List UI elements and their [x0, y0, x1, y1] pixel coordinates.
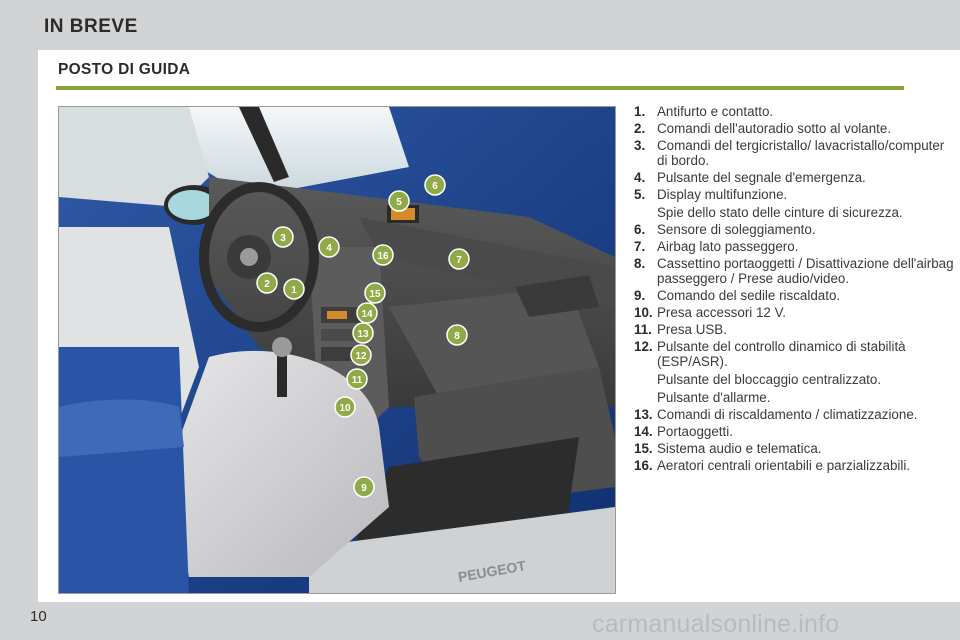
- svg-text:7: 7: [456, 255, 462, 266]
- legend-item-13: 13.Comandi di riscaldamento / climatizza…: [634, 407, 918, 422]
- legend-item-12-note-1: Pulsante del bloccaggio centralizzato.: [657, 372, 882, 387]
- watermark: carmanualsonline.info: [592, 610, 840, 638]
- title-rule: [56, 86, 904, 90]
- legend-item-5: 5.Display multifunzione.: [634, 187, 788, 202]
- callout-9: 9: [353, 476, 375, 498]
- callout-2: 2: [256, 272, 278, 294]
- legend-item-12: 12.Pulsante del controllo dinamico di st…: [634, 339, 906, 369]
- callout-7: 7: [448, 248, 470, 270]
- callout-12: 12: [350, 344, 372, 366]
- svg-text:15: 15: [369, 289, 381, 300]
- legend-item-12-note-2: Pulsante d'allarme.: [657, 390, 771, 405]
- svg-text:6: 6: [432, 181, 438, 192]
- callout-5: 5: [388, 190, 410, 212]
- page-card: POSTO DI GUIDA: [38, 50, 960, 602]
- svg-text:3: 3: [280, 233, 286, 244]
- page-subtitle: POSTO DI GUIDA: [58, 61, 191, 78]
- legend-item-5-note: Spie dello stato delle cinture di sicure…: [657, 205, 903, 220]
- callout-14: 14: [356, 302, 378, 324]
- svg-text:11: 11: [352, 375, 363, 386]
- svg-text:10: 10: [339, 403, 351, 414]
- callout-11: 11: [346, 368, 368, 390]
- legend-item-9: 9.Comando del sedile riscaldato.: [634, 288, 841, 303]
- section-title: IN BREVE: [44, 16, 138, 37]
- svg-text:8: 8: [454, 331, 460, 342]
- page-number: 10: [30, 608, 47, 625]
- legend-item-3: 3.Comandi del tergicristallo/ lavacrista…: [634, 138, 945, 168]
- legend-item-6: 6.Sensore di soleggiamento.: [634, 222, 816, 237]
- callout-16: 16: [372, 244, 394, 266]
- callout-6: 6: [424, 174, 446, 196]
- svg-text:16: 16: [377, 251, 389, 262]
- svg-text:14: 14: [361, 309, 373, 320]
- svg-text:9: 9: [361, 483, 367, 494]
- callout-8: 8: [446, 324, 468, 346]
- legend-item-7: 7.Airbag lato passeggero.: [634, 239, 799, 254]
- svg-text:13: 13: [357, 329, 369, 340]
- cockpit-illustration: PEUGEOT 1 2 3 4 5 6 7 8 9 10 11: [58, 106, 616, 594]
- callout-15: 15: [364, 282, 386, 304]
- legend-list: 1.Antifurto e contatto. 2.Comandi dell'a…: [634, 104, 954, 475]
- svg-text:1: 1: [291, 285, 297, 296]
- svg-text:2: 2: [264, 279, 270, 290]
- legend-item-4: 4.Pulsante del segnale d'emergenza.: [634, 170, 866, 185]
- legend-item-10: 10.Presa accessori 12 V.: [634, 305, 787, 320]
- section-header: IN BREVE: [0, 0, 960, 50]
- svg-text:12: 12: [355, 351, 367, 362]
- legend-item-11: 11.Presa USB.: [634, 322, 727, 337]
- legend-item-16: 16.Aeratori centrali orientabili e parzi…: [634, 458, 911, 473]
- legend-item-1: 1.Antifurto e contatto.: [634, 104, 774, 119]
- callout-10: 10: [334, 396, 356, 418]
- callout-13: 13: [352, 322, 374, 344]
- callout-1: 1: [283, 278, 305, 300]
- legend-item-8: 8.Cassettino portaoggetti / Disattivazio…: [634, 256, 954, 286]
- legend-item-15: 15.Sistema audio e telematica.: [634, 441, 822, 456]
- svg-text:5: 5: [396, 197, 402, 208]
- legend-item-2: 2.Comandi dell'autoradio sotto al volant…: [634, 121, 892, 136]
- svg-text:4: 4: [326, 243, 332, 254]
- callout-4: 4: [318, 236, 340, 258]
- callout-3: 3: [272, 226, 294, 248]
- legend-item-14: 14.Portaoggetti.: [634, 424, 733, 439]
